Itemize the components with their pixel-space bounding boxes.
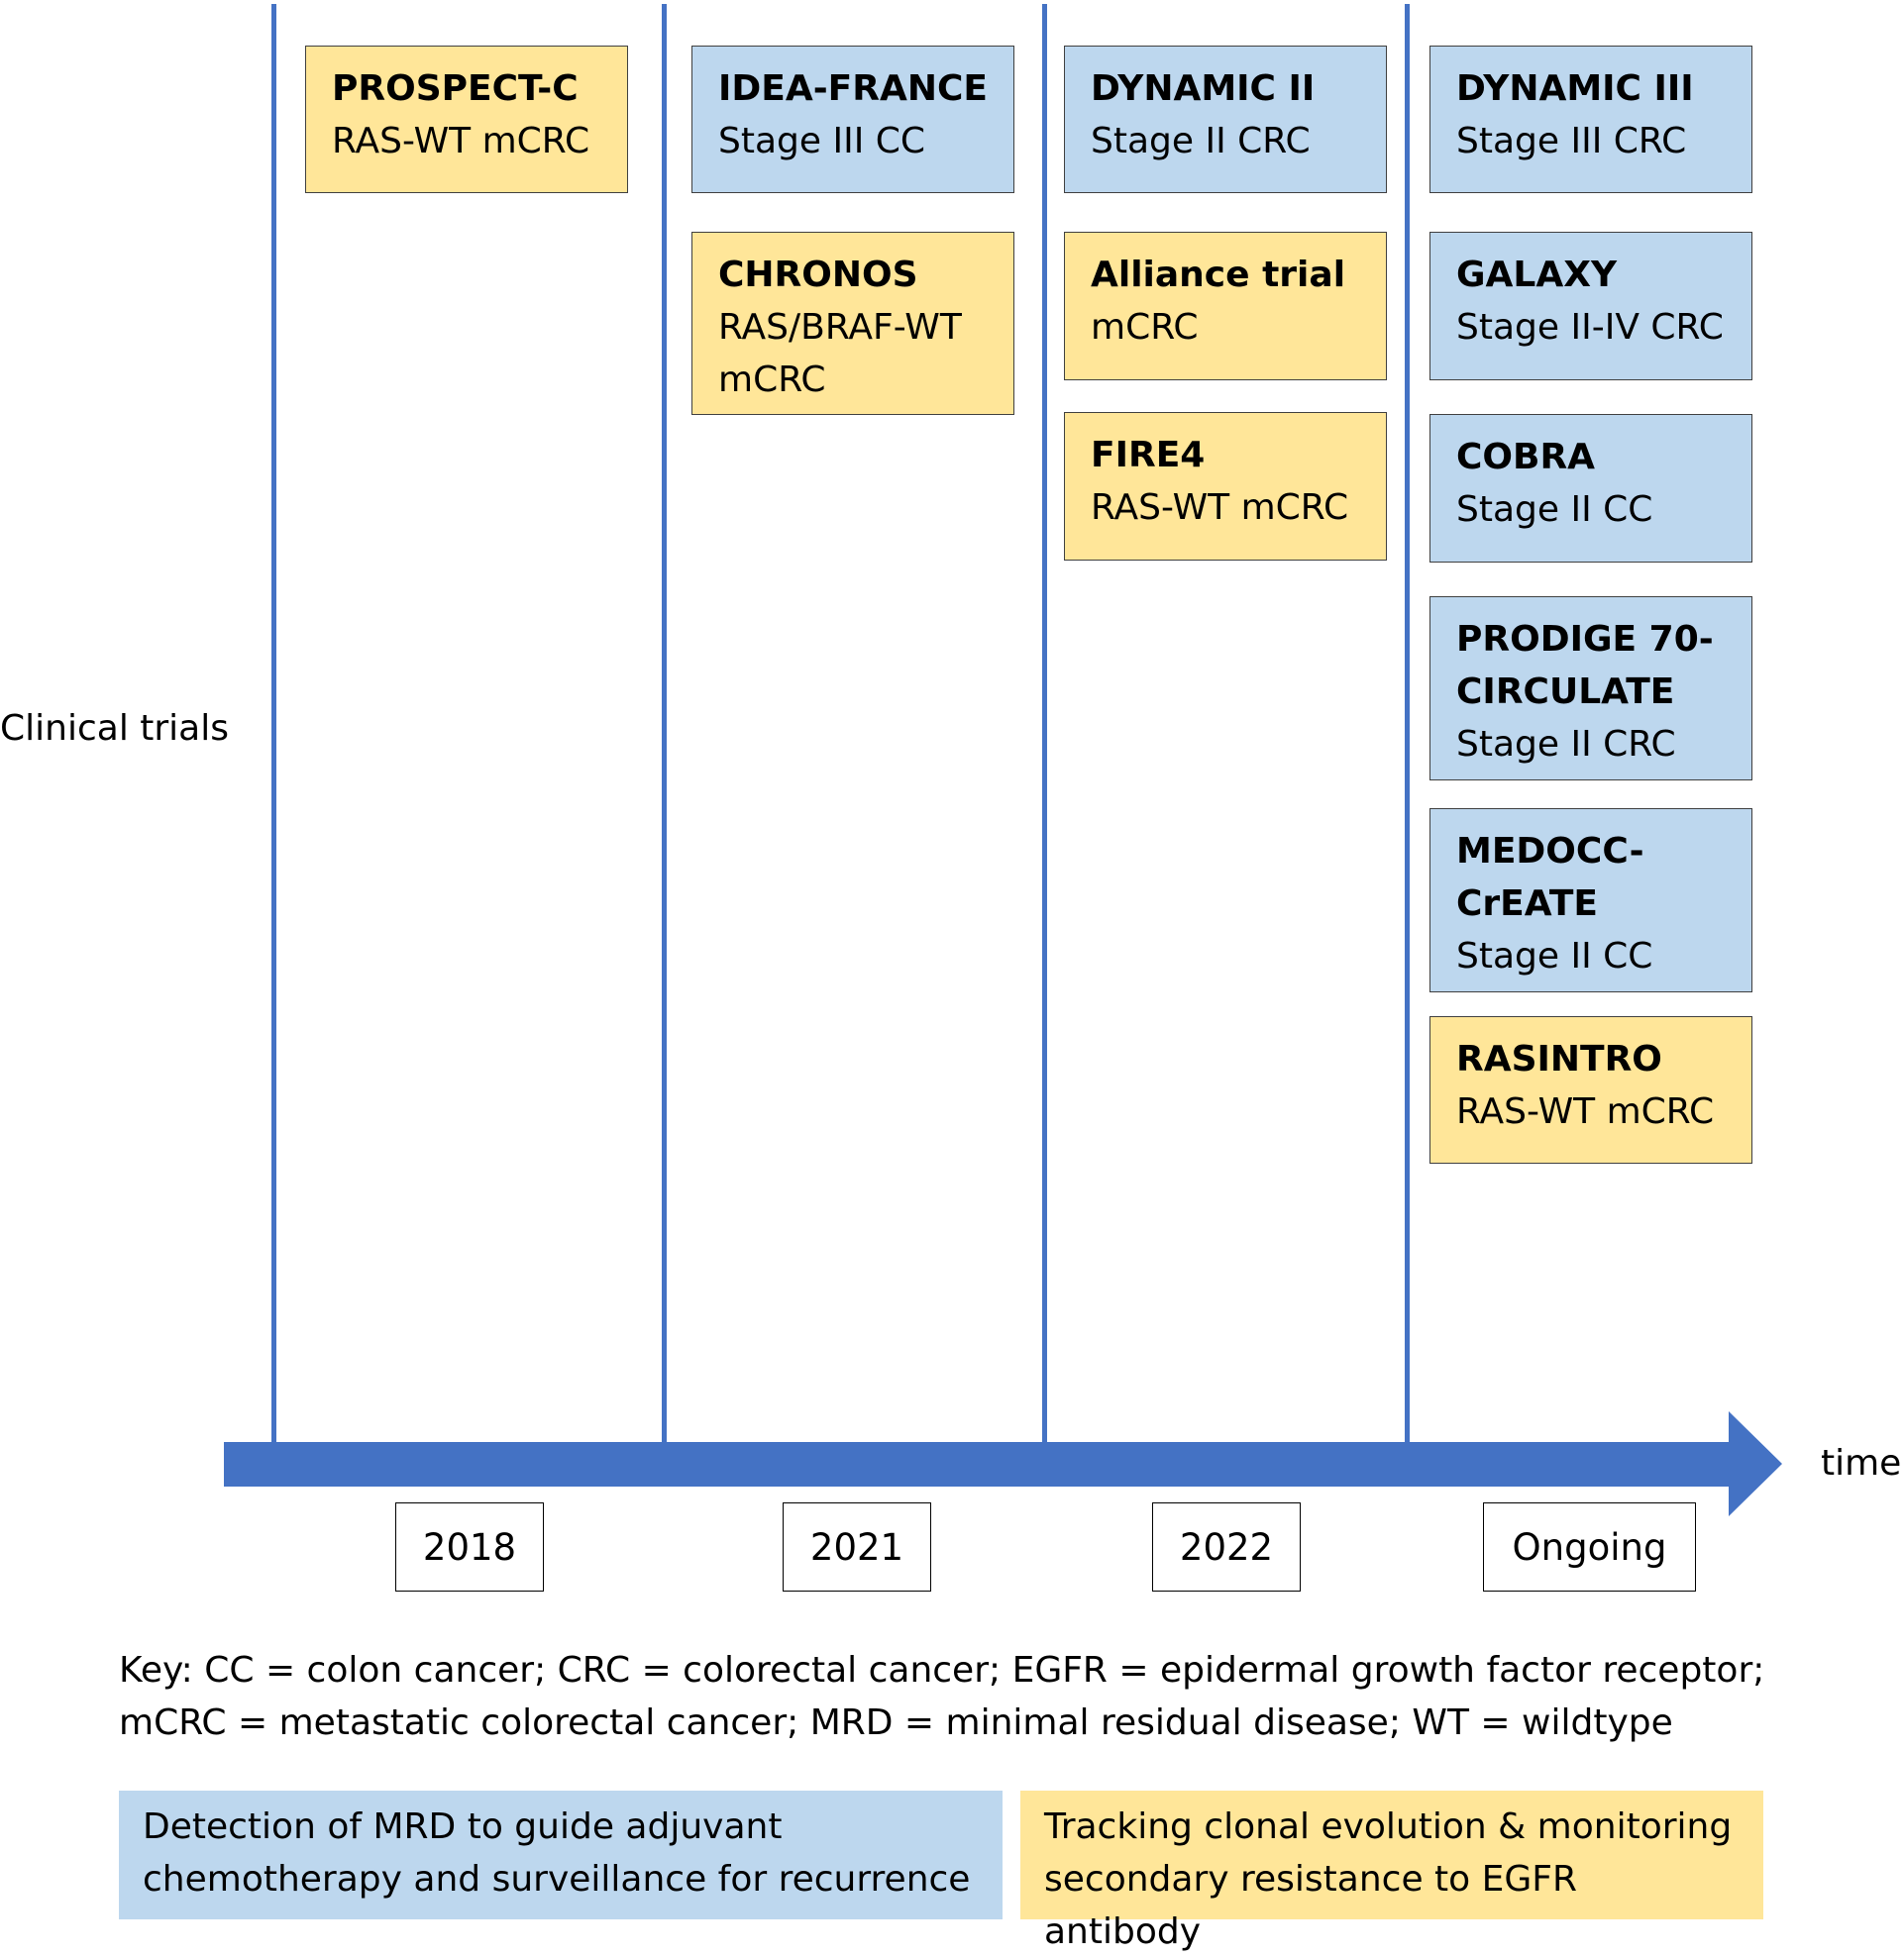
trial-detail: RAS-WT mCRC (332, 121, 590, 161)
trial-box-prodige-70-circulate: PRODIGE 70-CIRCULATE Stage II CRC (1429, 596, 1752, 780)
year-label-2021: 2021 (783, 1502, 931, 1592)
timeline-arrow-shape (224, 1411, 1782, 1516)
trial-name: CHRONOS (718, 255, 918, 295)
period-divider-2021 (662, 4, 667, 1444)
trial-box-rasintro: RASINTRO RAS-WT mCRC (1429, 1016, 1752, 1164)
legend-tracking: Tracking clonal evolution & monitoring s… (1020, 1791, 1763, 1952)
period-divider-2018 (271, 4, 276, 1444)
trial-detail: Stage II CRC (1091, 121, 1311, 161)
trial-name: FIRE4 (1091, 435, 1206, 475)
trial-box-idea-france: IDEA-FRANCE Stage III CC (691, 46, 1014, 193)
trial-name: GALAXY (1456, 255, 1618, 295)
trial-box-cobra: COBRA Stage II CC (1429, 414, 1752, 563)
trial-detail: Stage II CC (1456, 936, 1653, 977)
trial-detail: mCRC (1091, 307, 1199, 348)
year-label-ongoing: Ongoing (1483, 1502, 1696, 1592)
trial-box-dynamic-iii: DYNAMIC III Stage III CRC (1429, 46, 1752, 193)
trial-box-prospect-c: PROSPECT-C RAS-WT mCRC (305, 46, 628, 193)
trial-detail: Stage III CRC (1456, 121, 1687, 161)
year-label-2018: 2018 (395, 1502, 544, 1592)
trial-detail: Stage II-IV CRC (1456, 307, 1724, 348)
trial-name: COBRA (1456, 437, 1596, 477)
trial-name: DYNAMIC II (1091, 68, 1316, 109)
trial-name: IDEA-FRANCE (718, 68, 988, 109)
trial-box-chronos: CHRONOS RAS/BRAF-WT mCRC (691, 232, 1014, 415)
x-axis-label: time (1821, 1443, 1902, 1484)
trial-box-medocc-create: MEDOCC-CrEATE Stage II CC (1429, 808, 1752, 992)
trial-name: MEDOCC-CrEATE (1456, 831, 1644, 924)
y-axis-label: Clinical trials (0, 708, 229, 749)
period-divider-2022 (1042, 4, 1047, 1444)
trial-name: PRODIGE 70-CIRCULATE (1456, 619, 1714, 712)
period-divider-ongoing (1405, 4, 1410, 1444)
trial-detail: RAS-WT mCRC (1091, 487, 1349, 528)
trial-name: Alliance trial (1091, 255, 1346, 295)
trial-detail: Stage II CC (1456, 489, 1653, 530)
trial-name: PROSPECT-C (332, 68, 579, 109)
abbreviation-key: Key: CC = colon cancer; CRC = colorectal… (119, 1650, 1765, 1743)
trial-detail: RAS-WT mCRC (1456, 1091, 1715, 1132)
year-label-2022: 2022 (1152, 1502, 1301, 1592)
trial-box-alliance: Alliance trial mCRC (1064, 232, 1387, 380)
trial-box-galaxy: GALAXY Stage II-IV CRC (1429, 232, 1752, 380)
trial-box-dynamic-ii: DYNAMIC II Stage II CRC (1064, 46, 1387, 193)
trial-name: DYNAMIC III (1456, 68, 1694, 109)
trial-name: RASINTRO (1456, 1039, 1662, 1080)
trial-detail: Stage III CC (718, 121, 926, 161)
trial-detail: RAS/BRAF-WT mCRC (718, 307, 962, 400)
legend-mrd: Detection of MRD to guide adjuvant chemo… (119, 1791, 1003, 1919)
trial-box-fire4: FIRE4 RAS-WT mCRC (1064, 412, 1387, 561)
trial-detail: Stage II CRC (1456, 724, 1676, 765)
